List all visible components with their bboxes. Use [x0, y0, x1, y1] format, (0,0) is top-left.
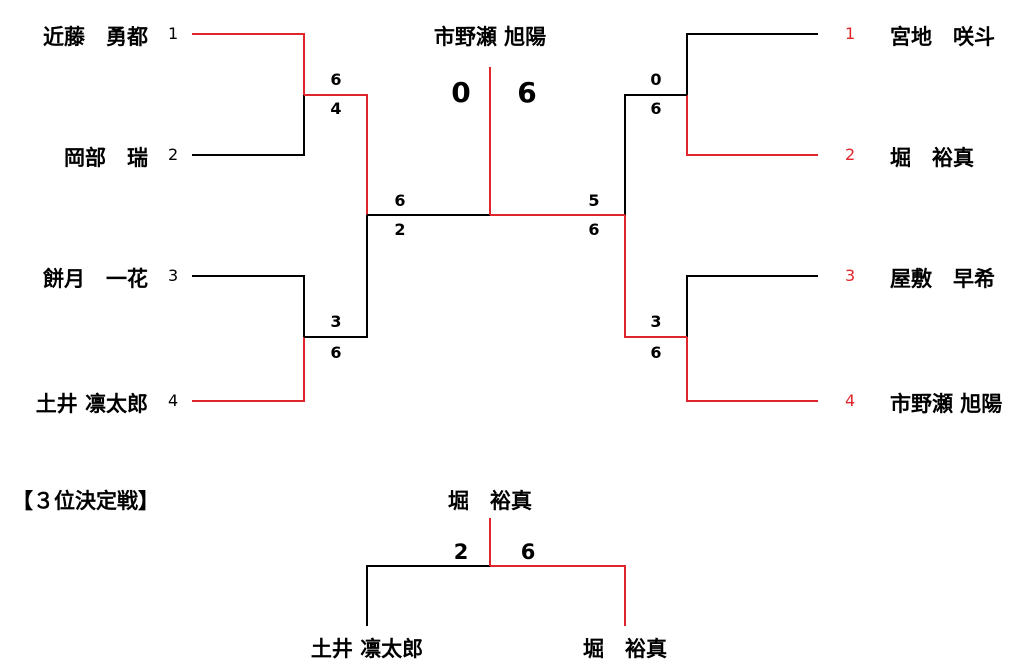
bracket-line	[192, 95, 305, 156]
match-score: 3	[330, 312, 342, 331]
player-name: 宮地 咲斗	[890, 25, 995, 49]
player-name: 土井 凛太郎	[35, 392, 148, 416]
bracket-line	[686, 337, 818, 402]
player-seed: 2	[168, 145, 179, 164]
player-name: 餅月 一花	[43, 267, 148, 291]
match-score: 6	[588, 220, 600, 239]
player-seed: 2	[845, 145, 856, 164]
bracket-line	[624, 94, 687, 215]
bracket-line	[192, 337, 305, 402]
player-name: 堀 裕真	[890, 146, 974, 170]
player-seed: 1	[845, 24, 856, 43]
player-name: 市野瀬 旭陽	[890, 392, 1003, 416]
match-score: 6	[650, 343, 662, 362]
bracket-line	[686, 95, 818, 156]
match-score: 0	[650, 70, 662, 89]
match-score: 2	[394, 220, 406, 239]
bracket-line	[686, 275, 818, 337]
player-seed: 4	[168, 391, 179, 410]
bracket-line	[192, 33, 305, 95]
bracket-line	[192, 275, 305, 337]
player-seed: 3	[168, 266, 179, 285]
bracket-line	[366, 565, 490, 626]
player-seed: 1	[168, 24, 179, 43]
match-score: 3	[650, 312, 662, 331]
final-score-right: 6	[517, 76, 537, 109]
third-place-winner: 堀 裕真	[448, 489, 532, 513]
player-seed: 4	[845, 391, 856, 410]
player-name: 岡部 瑞	[64, 146, 148, 170]
bracket-line	[304, 215, 368, 338]
champion-name: 市野瀬 旭陽	[433, 25, 547, 49]
match-score: 6	[650, 99, 662, 118]
match-score: 6	[330, 343, 342, 362]
final-score-left: 0	[451, 76, 471, 109]
player-name: 屋敷 早希	[890, 267, 995, 291]
match-score: 5	[588, 191, 600, 210]
match-score: 6	[330, 70, 342, 89]
third-place-score-left: 2	[453, 540, 469, 564]
bracket-line	[304, 94, 368, 215]
player-seed: 3	[845, 266, 856, 285]
player-name: 近藤 勇都	[43, 25, 148, 49]
third-place-score-right: 6	[520, 540, 536, 564]
match-score: 6	[394, 191, 406, 210]
third-place-right-player: 堀 裕真	[583, 637, 667, 661]
bracket-line	[686, 33, 818, 95]
bracket-line	[624, 215, 687, 338]
third-place-title: 【３位決定戦】	[12, 489, 159, 513]
third-place-left-player: 土井 凛太郎	[310, 637, 424, 661]
bracket-line	[490, 565, 626, 626]
match-score: 4	[330, 99, 342, 118]
